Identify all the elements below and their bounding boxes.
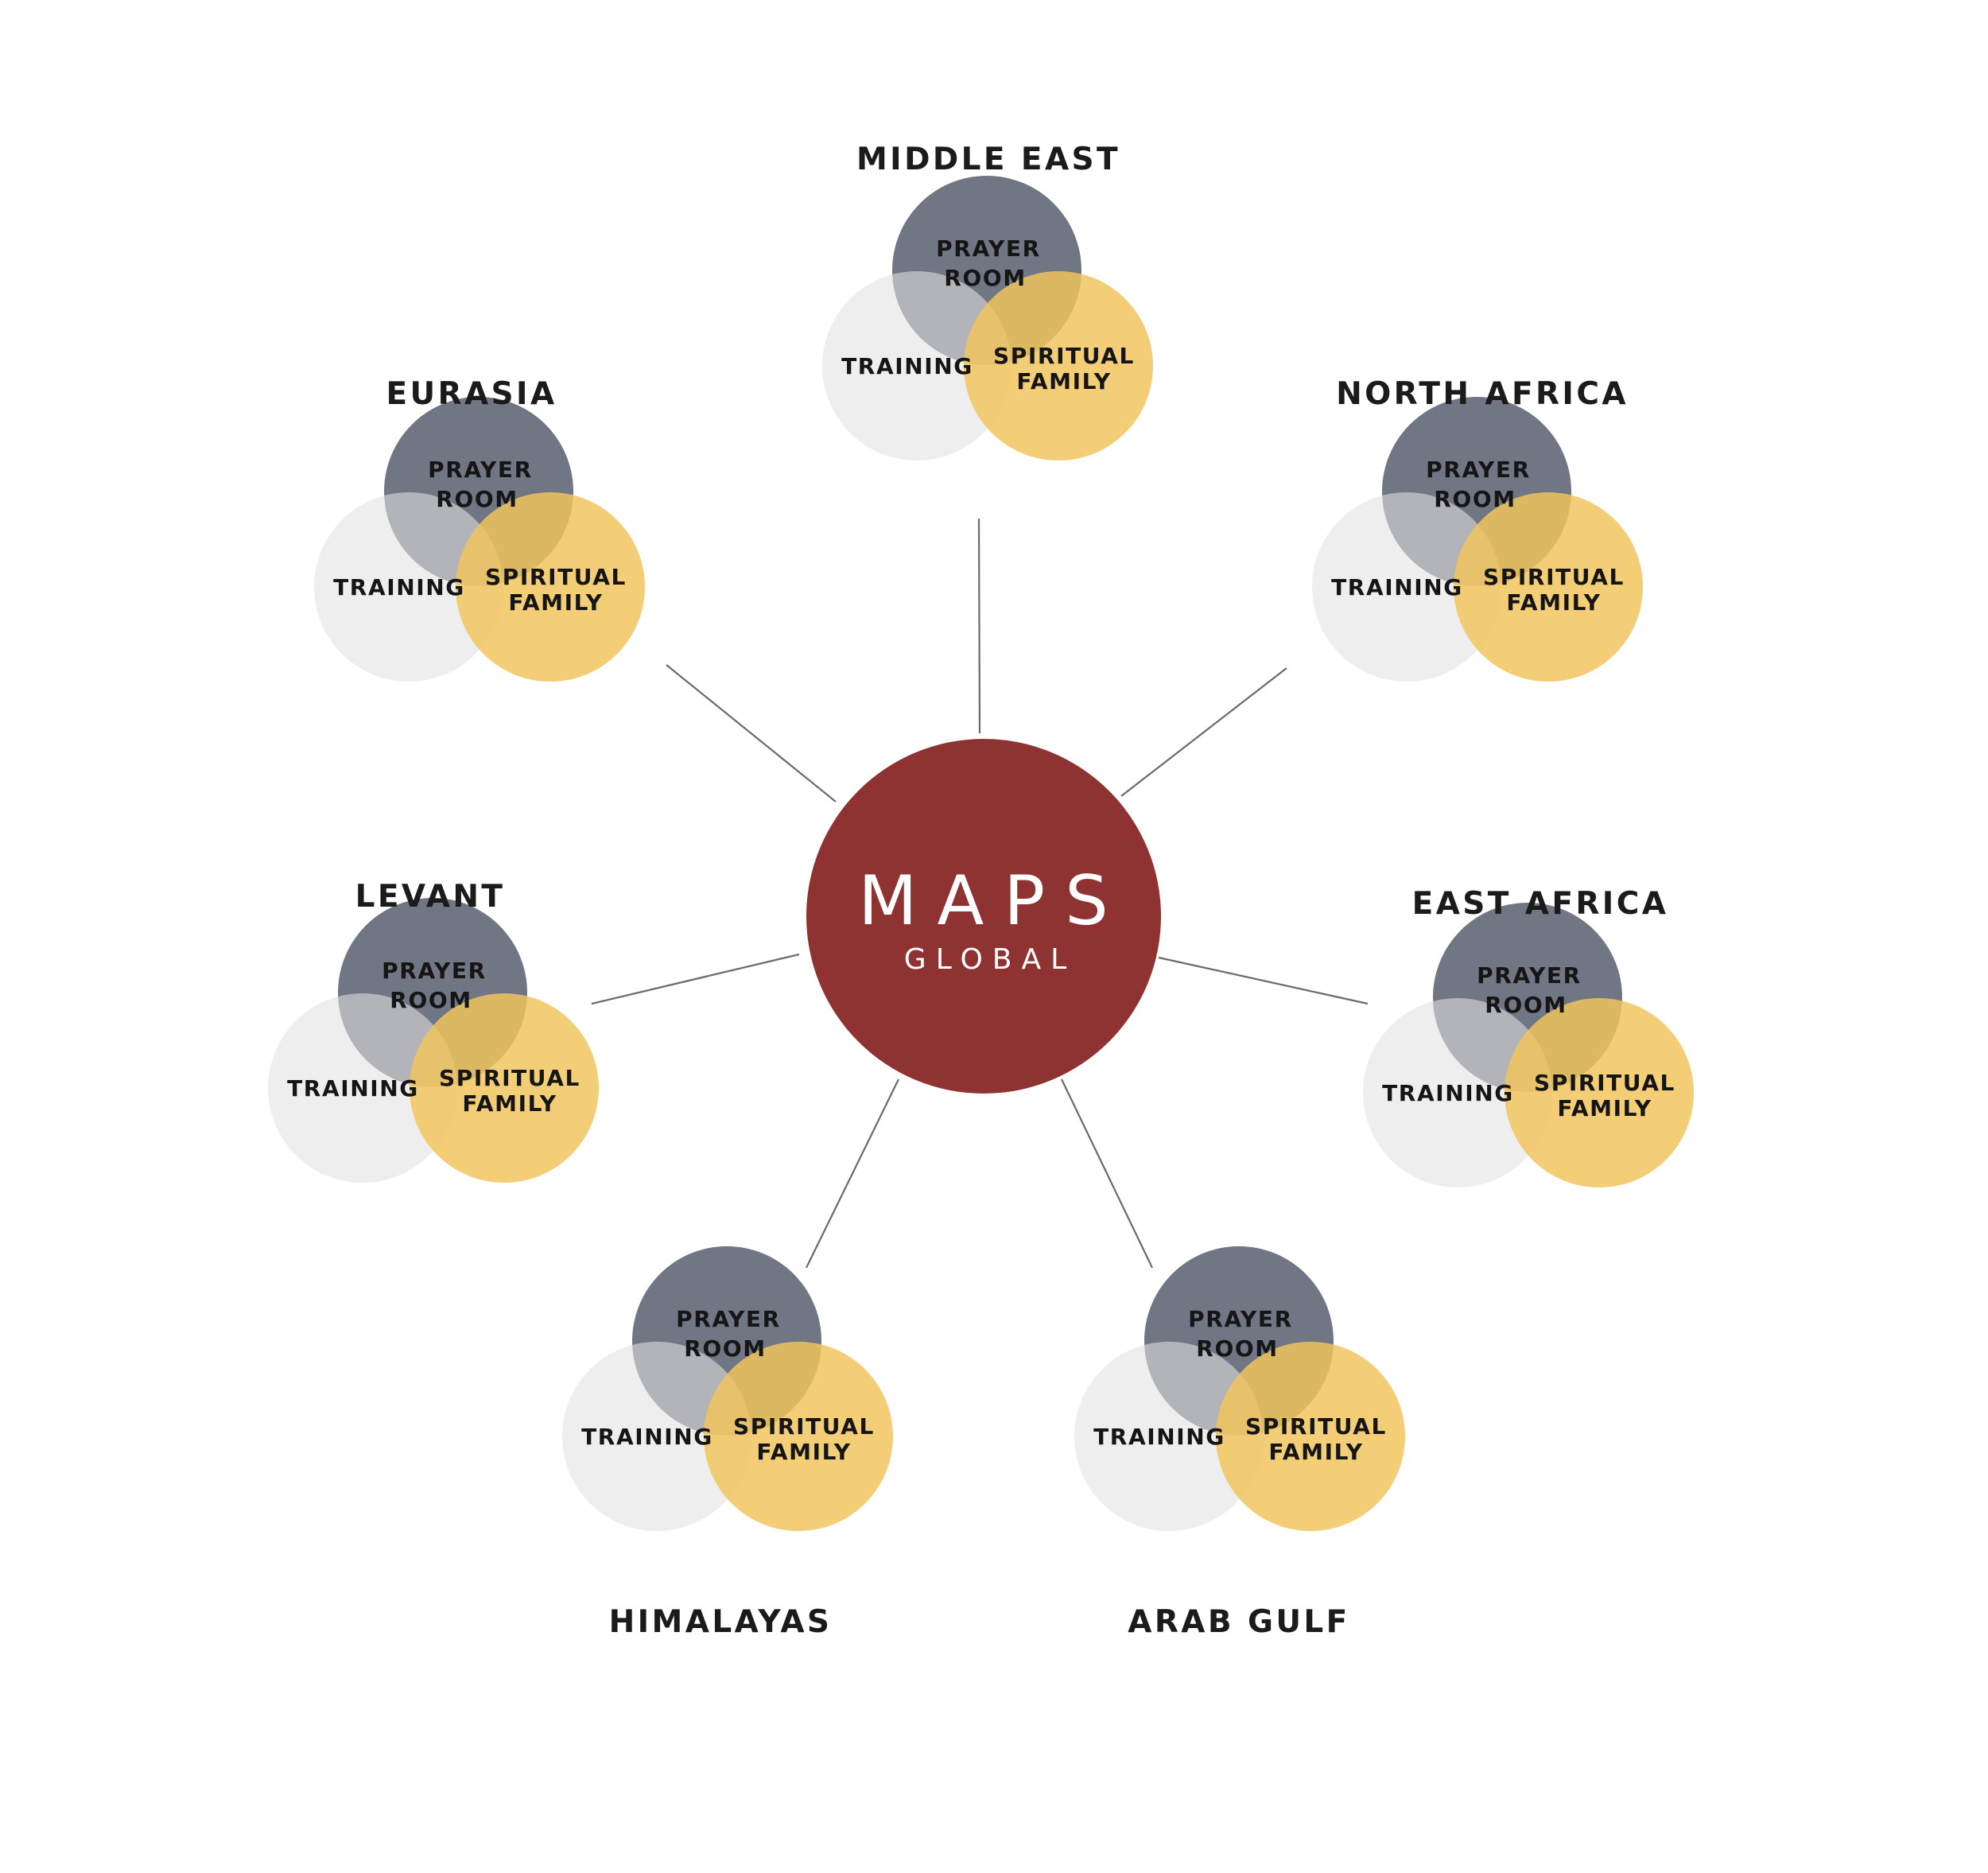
spiritual-family-label-line2: FAMILY (1268, 1439, 1363, 1465)
spoke-line-arab-gulf (1061, 1078, 1153, 1269)
region-title-eurasia: EURASIA (386, 376, 557, 412)
spoke-line-north-africa (1120, 667, 1287, 797)
spiritual-family-label-line1: SPIRITUAL (439, 1065, 580, 1091)
spoke-line-middle-east (977, 518, 981, 734)
prayer-room-label-line1: PRAYER (1477, 962, 1582, 989)
region-title-levant: LEVANT (355, 879, 506, 915)
training-circle (562, 1342, 751, 1531)
hub: MAPS GLOBAL (806, 739, 1161, 1094)
prayer-room-label-line1: PRAYER (936, 235, 1041, 262)
prayer-room-label-line2: ROOM (436, 486, 518, 512)
spoke-line-eurasia (666, 664, 837, 802)
spiritual-family-circle (1216, 1342, 1405, 1531)
spiritual-family-label-line2: FAMILY (1016, 368, 1111, 394)
prayer-room-label-line2: ROOM (1196, 1335, 1278, 1362)
prayer-room-label-line1: PRAYER (1188, 1306, 1293, 1332)
spiritual-family-label-line1: SPIRITUAL (1483, 564, 1625, 590)
spiritual-family-label-line2: FAMILY (1506, 589, 1601, 616)
spiritual-family-circle (1505, 998, 1694, 1187)
spiritual-family-label-line2: FAMILY (1557, 1095, 1652, 1121)
training-circle (1363, 998, 1552, 1187)
training-circle (268, 993, 457, 1183)
training-label: TRAINING (1382, 1080, 1514, 1106)
region-cluster-middle-east: MIDDLE EAST PRAYER ROOM TRAINING SPIRITUALFA… (822, 142, 1153, 460)
hub-circle (806, 739, 1161, 1094)
prayer-room-label-line1: PRAYER (428, 457, 533, 483)
training-label: TRAINING (1093, 1424, 1225, 1450)
hub-subtitle: GLOBAL (904, 943, 1076, 976)
region-title-east-africa: EAST AFRICA (1412, 886, 1669, 922)
training-label: TRAINING (581, 1424, 713, 1450)
spoke-line-levant (591, 953, 800, 1005)
prayer-room-label-line1: PRAYER (676, 1306, 781, 1332)
region-cluster-himalayas: HIMALAYAS PRAYER ROOM TRAINING SPIRITUALFAMI… (562, 1246, 893, 1640)
region-cluster-arab-gulf: ARAB GULF PRAYER ROOM TRAINING SPIRITUALFAMI… (1074, 1246, 1405, 1640)
prayer-room-label-line2: ROOM (1485, 992, 1567, 1018)
prayer-room-label-line2: ROOM (390, 987, 472, 1013)
training-circle (314, 492, 503, 682)
spokes (591, 518, 1369, 1269)
prayer-room-label-line1: PRAYER (1426, 457, 1531, 483)
spiritual-family-label-line1: SPIRITUAL (993, 343, 1135, 369)
spiritual-family-circle (410, 993, 599, 1183)
spiritual-family-label-line1: SPIRITUAL (1534, 1070, 1675, 1096)
spiritual-family-circle (1454, 492, 1643, 682)
region-title-middle-east: MIDDLE EAST (856, 142, 1120, 177)
hub-title: MAPS (858, 861, 1128, 941)
spiritual-family-label-line2: FAMILY (462, 1090, 557, 1117)
prayer-room-label-line2: ROOM (684, 1335, 766, 1362)
training-circle (1074, 1342, 1264, 1531)
spoke-line-east-africa (1158, 956, 1369, 1005)
spiritual-family-circle (964, 271, 1153, 460)
region-title-arab-gulf: ARAB GULF (1128, 1604, 1349, 1640)
training-label: TRAINING (1331, 574, 1463, 600)
training-circle (822, 271, 1011, 460)
prayer-room-label-line1: PRAYER (382, 958, 487, 984)
spoke-line-himalayas (806, 1078, 899, 1269)
spiritual-family-circle (704, 1342, 893, 1531)
spiritual-family-label-line1: SPIRITUAL (733, 1413, 875, 1440)
training-label: TRAINING (333, 574, 465, 600)
prayer-room-label-line2: ROOM (944, 265, 1026, 291)
region-cluster-east-africa: EAST AFRICA PRAYER ROOM TRAINING SPIRITUALFA… (1363, 886, 1694, 1187)
spiritual-family-circle (456, 492, 645, 682)
spiritual-family-label-line2: FAMILY (508, 589, 603, 616)
spiritual-family-label-line1: SPIRITUAL (1245, 1413, 1387, 1440)
spiritual-family-label-line2: FAMILY (756, 1439, 851, 1465)
prayer-room-label-line2: ROOM (1434, 486, 1516, 512)
region-title-himalayas: HIMALAYAS (609, 1604, 833, 1640)
training-circle (1312, 492, 1501, 682)
training-label: TRAINING (287, 1075, 419, 1102)
spiritual-family-label-line1: SPIRITUAL (485, 564, 627, 590)
training-label: TRAINING (841, 353, 973, 379)
region-cluster-north-africa: NORTH AFRICA PRAYER ROOM TRAINING SPIRITUALF… (1312, 376, 1643, 682)
region-title-north-africa: NORTH AFRICA (1336, 376, 1629, 412)
